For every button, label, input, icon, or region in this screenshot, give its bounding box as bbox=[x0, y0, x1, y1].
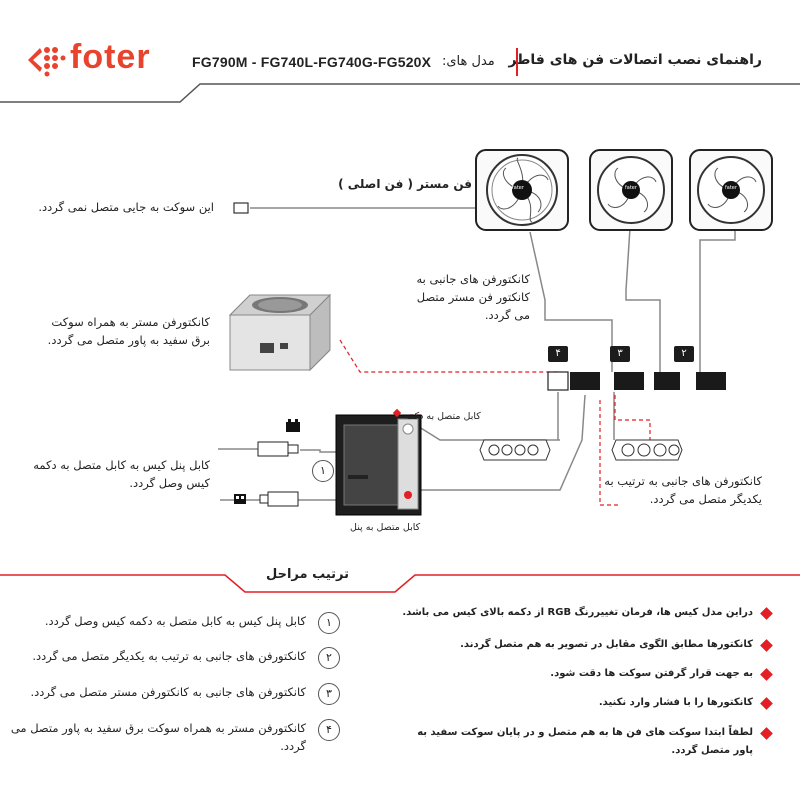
steps-title: ترتیب مراحل bbox=[266, 567, 350, 582]
connector-badge-3: ۳ bbox=[610, 346, 630, 362]
case-button-cable bbox=[300, 449, 338, 453]
step-text: کابل پنل کیس به کابل متصل به دکمه کیس وص… bbox=[44, 614, 306, 628]
bullet-diamond-icon bbox=[760, 607, 773, 620]
master-to-psu-note: کانکتورفن مستر به همراه سوکت برق سفید به… bbox=[47, 315, 210, 347]
controller-hub-right bbox=[611, 439, 683, 461]
master-fan-icon bbox=[475, 149, 569, 231]
step-number: ۲ bbox=[318, 647, 340, 669]
connector-badge-2: ۲ bbox=[674, 346, 694, 362]
case-step-number: ۱ bbox=[312, 460, 334, 482]
master-fan-main-cable bbox=[529, 231, 613, 372]
note-item: لطفاً ابتدا سوکت های فن ها به هم متصل و … bbox=[400, 724, 775, 756]
note-item: به جهت قرار گرفتن سوکت ها دقت شود. bbox=[400, 665, 775, 685]
bullet-diamond-icon bbox=[760, 668, 773, 681]
master-fan-logo: fater bbox=[512, 185, 524, 191]
connector-badge-4: ۴ bbox=[548, 346, 568, 362]
models-label: مدل های: bbox=[442, 54, 495, 69]
controller-hub-left bbox=[479, 439, 551, 461]
header-divider bbox=[516, 48, 518, 76]
side-to-master-note: کانکتورفن های جانبی به کانکتور فن مستر م… bbox=[416, 272, 530, 322]
note-item: دراین مدل کیس ها، فرمان تغییررنگ RGB از … bbox=[400, 604, 775, 624]
side-fan-2-icon bbox=[589, 149, 673, 231]
fan2-cable bbox=[625, 227, 661, 372]
note-text: لطفاً ابتدا سوکت های فن ها به هم متصل و … bbox=[417, 727, 753, 756]
power-supply-icon bbox=[228, 293, 332, 372]
models-list: FG790M - FG740L-FG740G-FG520X bbox=[192, 54, 432, 70]
wiring-diagram bbox=[218, 149, 773, 516]
case-cable-note: کابل پنل کیس به کابل متصل به دکمه کیس وص… bbox=[33, 458, 210, 490]
connector-row bbox=[547, 371, 726, 391]
case-panel-plug-bottom bbox=[259, 491, 299, 507]
fan3-logo: fater bbox=[725, 185, 737, 191]
note-text: به جهت قرار گرفتن سوکت ها دقت شود. bbox=[550, 668, 753, 679]
brand-logo: foter bbox=[22, 38, 162, 82]
step-text: کانکتورفن های جانبی به ترتیب به یکدیگر م… bbox=[32, 649, 306, 663]
brand-name: foter bbox=[70, 38, 151, 76]
cable-to-panel-label: کابل متصل به پنل bbox=[350, 522, 421, 533]
step-item: کانکتورفن مستر به همراه سوکت برق سفید به… bbox=[0, 719, 350, 753]
note-item: کانکتورها را با فشار وارد نکنید. bbox=[400, 694, 775, 714]
unused-socket-icon bbox=[233, 202, 249, 214]
chain-guide-line bbox=[614, 395, 651, 440]
note-text: کانکتورها مطابق الگوی مقابل در تصویر به … bbox=[460, 639, 753, 650]
master-fan-label: فن مستر ( فن اصلی ) bbox=[338, 177, 472, 191]
header-rule bbox=[0, 83, 800, 103]
step-text: کانکتورفن های جانبی به کانکتورفن مستر مت… bbox=[30, 685, 306, 699]
step-number: ۴ bbox=[318, 719, 340, 741]
case-panel-plug-top bbox=[257, 441, 299, 457]
bullet-diamond-icon bbox=[760, 639, 773, 652]
psu-guide-line bbox=[339, 339, 560, 373]
cable-to-button-label: کابل متصل به دکمه bbox=[404, 411, 481, 422]
bullet-diamond-icon bbox=[760, 697, 773, 710]
socket-note: این سوکت به جایی متصل نمی گردد. bbox=[38, 200, 214, 214]
fan2-logo: fater bbox=[625, 185, 637, 191]
note-text: کانکتورها را با فشار وارد نکنید. bbox=[598, 697, 753, 708]
bullet-diamond-icon bbox=[760, 727, 773, 740]
pin-header-top-icon bbox=[286, 419, 300, 432]
pc-case-icon bbox=[335, 414, 422, 516]
note-item: کانکتورها مطابق الگوی مقابل در تصویر به … bbox=[400, 636, 775, 656]
side-fan-3-icon bbox=[689, 149, 773, 231]
step-text: کانکتورفن مستر به همراه سوکت برق سفید به… bbox=[10, 721, 306, 753]
step-item: کانکتورفن های جانبی به کانکتورفن مستر مت… bbox=[0, 683, 350, 705]
page-title: راهنمای نصب اتصالات فن های فاطر bbox=[508, 52, 762, 68]
step-number: ۳ bbox=[318, 683, 340, 705]
brand-mark-icon bbox=[28, 47, 66, 77]
step-item: کانکتورفن های جانبی به ترتیب به یکدیگر م… bbox=[0, 647, 350, 669]
step-item: کابل پنل کیس به کابل متصل به دکمه کیس وص… bbox=[0, 612, 350, 634]
steps-divider bbox=[0, 574, 800, 593]
pin-header-bottom-icon bbox=[234, 494, 246, 504]
step-number: ۱ bbox=[318, 612, 340, 634]
note-text: دراین مدل کیس ها، فرمان تغییررنگ RGB از … bbox=[402, 607, 753, 618]
fan3-cable bbox=[699, 228, 736, 372]
side-fans-chain-note: کانکتورفن های جانبی به ترتیب به یکدیگر م… bbox=[604, 474, 762, 506]
